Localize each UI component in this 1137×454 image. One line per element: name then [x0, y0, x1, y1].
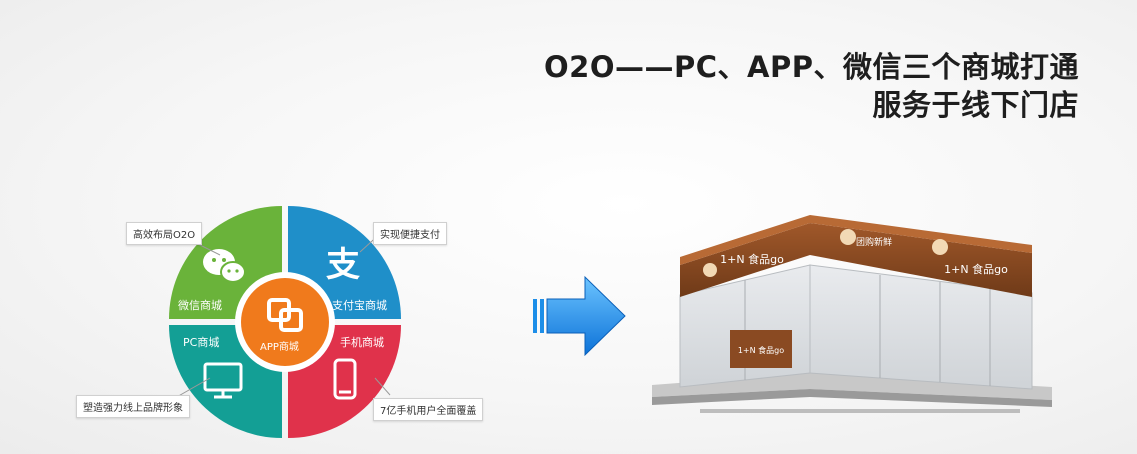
phone-icon: [333, 358, 357, 400]
fascia-sign-right: 1+N 食品go: [944, 262, 1008, 276]
right-glass-wall: [809, 264, 1033, 390]
interior-sign-text: 1+N 食品go: [738, 345, 784, 355]
headline-line-1: O2O——PC、APP、微信三个商城打通: [544, 50, 1079, 84]
headline: O2O——PC、APP、微信三个商城打通 服务于线下门店: [544, 48, 1079, 124]
mobile-mall-label: 手机商城: [340, 336, 384, 349]
wechat-mall-label: 微信商城: [178, 299, 222, 312]
left-fascia: [680, 223, 810, 297]
interior-sign: [730, 330, 792, 368]
fascia-brand-left: 团购新鲜: [856, 236, 892, 248]
alipay-icon: 支: [326, 245, 360, 285]
callout-wechat: 高效布局O2O: [126, 222, 203, 245]
wechat-icon: [203, 249, 246, 283]
headline-line-2: 服务于线下门店: [872, 88, 1079, 122]
arrow-right-icon: [533, 275, 626, 357]
callout-alipay: 实现便捷支付: [373, 222, 447, 245]
right-fascia: [810, 223, 1032, 297]
mall-wheel-diagram: 支 高效布局O2O 实现便捷支付 塑造强力线上品牌形象 7亿手机用户全面覆盖 微…: [70, 200, 490, 440]
callout-pc: 塑造强力线上品牌形象: [76, 395, 190, 418]
wheel-graphic: 支: [169, 206, 401, 438]
monitor-icon: [203, 362, 243, 399]
fascia-sign-left: 1+N 食品go: [720, 252, 784, 266]
alipay-mall-label: 支付宝商城: [332, 299, 387, 312]
storefront-image: 1+N 食品go 1+N 食品go 团购新鲜 1+N 食品go: [652, 215, 1052, 413]
callout-mobile: 7亿手机用户全面覆盖: [373, 398, 484, 421]
app-icon: [267, 298, 303, 332]
app-mall-label: APP商城: [260, 342, 299, 353]
pc-mall-label: PC商城: [183, 336, 220, 349]
